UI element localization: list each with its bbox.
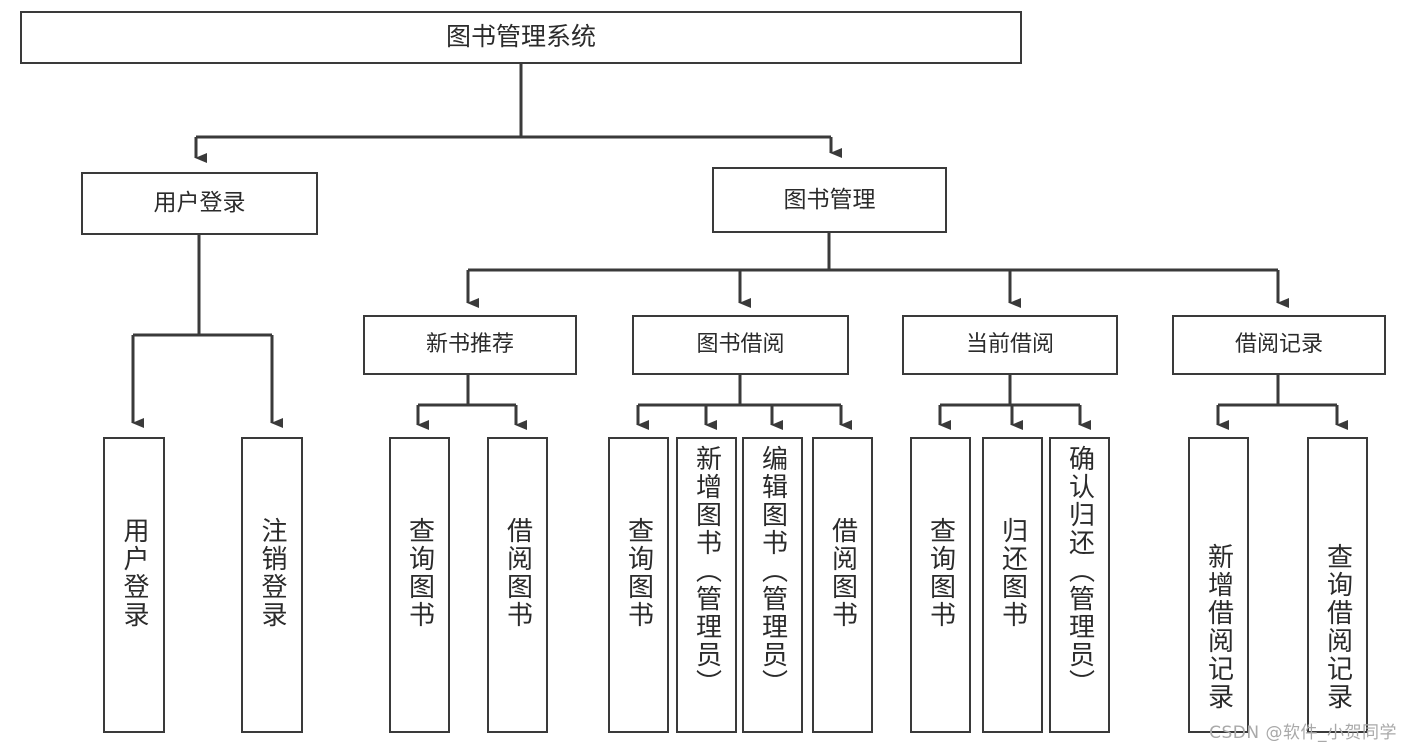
node-leaf-return-book[interactable]: 归还图书 bbox=[982, 437, 1043, 733]
node-label: 查询图书 bbox=[925, 517, 956, 629]
node-label: 图书管理 bbox=[783, 186, 876, 213]
node-leaf-query-book-1[interactable]: 查询图书 bbox=[389, 437, 450, 733]
node-book-borrow[interactable]: 图书借阅 bbox=[632, 315, 849, 375]
node-leaf-user-logout[interactable]: 注销登录 bbox=[241, 437, 303, 733]
node-user-login[interactable]: 用户登录 bbox=[81, 172, 318, 235]
node-label: 新增图书（管理员） bbox=[691, 445, 722, 697]
node-label: 用户登录 bbox=[153, 190, 246, 217]
node-new-book-recommend[interactable]: 新书推荐 bbox=[363, 315, 577, 375]
node-leaf-query-borrow-record[interactable]: 查询借阅记录 bbox=[1307, 437, 1368, 733]
node-leaf-query-book-2[interactable]: 查询图书 bbox=[608, 437, 669, 733]
node-leaf-borrow-book-2[interactable]: 借阅图书 bbox=[812, 437, 873, 733]
node-leaf-borrow-book-1[interactable]: 借阅图书 bbox=[487, 437, 548, 733]
node-label: 借阅图书 bbox=[502, 517, 533, 629]
node-leaf-edit-book-admin[interactable]: 编辑图书（管理员） bbox=[742, 437, 803, 733]
node-label: 查询图书 bbox=[623, 517, 654, 629]
node-borrow-record[interactable]: 借阅记录 bbox=[1172, 315, 1386, 375]
node-label: 借阅图书 bbox=[827, 517, 858, 629]
node-label: 注销登录 bbox=[257, 517, 287, 629]
node-label: 新增借阅记录 bbox=[1203, 543, 1234, 711]
node-label: 新书推荐 bbox=[425, 332, 514, 358]
node-label: 编辑图书（管理员） bbox=[757, 445, 788, 697]
node-leaf-query-book-3[interactable]: 查询图书 bbox=[910, 437, 971, 733]
node-label: 确认归还（管理员） bbox=[1064, 445, 1095, 697]
node-leaf-user-login[interactable]: 用户登录 bbox=[103, 437, 165, 733]
node-label: 图书借阅 bbox=[696, 332, 785, 358]
node-label: 借阅记录 bbox=[1234, 332, 1323, 358]
node-leaf-add-borrow-record[interactable]: 新增借阅记录 bbox=[1188, 437, 1249, 733]
node-label: 用户登录 bbox=[119, 517, 149, 629]
node-label: 当前借阅 bbox=[965, 332, 1054, 358]
node-label: 查询借阅记录 bbox=[1322, 543, 1353, 711]
node-label: 图书管理系统 bbox=[445, 22, 596, 52]
node-root-system[interactable]: 图书管理系统 bbox=[20, 11, 1022, 64]
node-label: 归还图书 bbox=[997, 517, 1028, 629]
node-label: 查询图书 bbox=[404, 517, 435, 629]
node-book-manage[interactable]: 图书管理 bbox=[712, 167, 947, 233]
node-leaf-confirm-return[interactable]: 确认归还（管理员） bbox=[1049, 437, 1110, 733]
node-current-borrow[interactable]: 当前借阅 bbox=[902, 315, 1118, 375]
node-leaf-add-book-admin[interactable]: 新增图书（管理员） bbox=[676, 437, 737, 733]
watermark-text: CSDN @软件_小贺同学 bbox=[1209, 723, 1397, 743]
